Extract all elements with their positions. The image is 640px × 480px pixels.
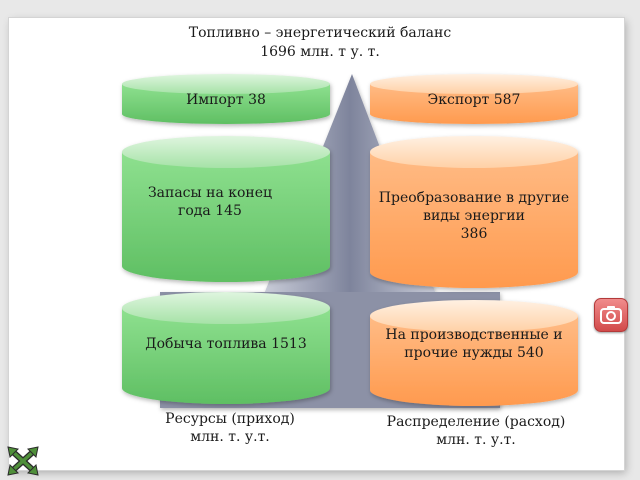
title-line-2: 1696 млн. т у. т. [260, 44, 380, 60]
conversion-line-1: Преобразование в другие [378, 190, 570, 206]
stocks-label: Запасы на конец года 145 [130, 180, 290, 224]
stocks-line-2: года 145 [178, 203, 242, 219]
needs-line-2: прочие нужды 540 [404, 345, 544, 361]
title-line-1: Топливно – энергетический баланс [188, 25, 452, 41]
import-cylinder [122, 74, 330, 124]
crossed-arrows-icon [7, 446, 39, 476]
export-cylinder [370, 74, 578, 124]
needs-label: На производственные и прочие нужды 540 [370, 322, 578, 366]
needs-line-1: На производственные и [385, 327, 563, 343]
resources-caption-line-1: Ресурсы (приход) [165, 411, 295, 427]
resources-caption-line-2: млн. т. у.т. [190, 429, 270, 445]
camera-icon [600, 306, 622, 324]
conversion-label: Преобразование в другие виды энергии 386 [370, 186, 578, 246]
diagram-title: Топливно – энергетический баланс 1696 мл… [0, 24, 640, 62]
production-label: Добыча топлива 1513 [145, 336, 307, 352]
stocks-cylinder [122, 136, 330, 282]
production-cylinder [122, 292, 330, 404]
camera-button[interactable] [594, 298, 628, 332]
distribution-caption-line-2: млн. т. у.т. [436, 432, 516, 448]
distribution-caption-line-1: Распределение (расход) [386, 414, 566, 430]
stocks-line-1: Запасы на конец [147, 185, 273, 201]
export-label: Экспорт 587 [427, 92, 521, 108]
conversion-line-2: виды энергии [423, 208, 525, 224]
conversion-cylinder [370, 136, 578, 288]
navigation-button[interactable] [6, 446, 40, 476]
resources-caption: Ресурсы (приход) млн. т. у.т. [140, 410, 320, 446]
distribution-caption: Распределение (расход) млн. т. у.т. [378, 413, 574, 449]
needs-cylinder [370, 300, 578, 406]
conversion-line-3: 386 [460, 226, 488, 242]
import-label: Импорт 38 [186, 92, 266, 108]
